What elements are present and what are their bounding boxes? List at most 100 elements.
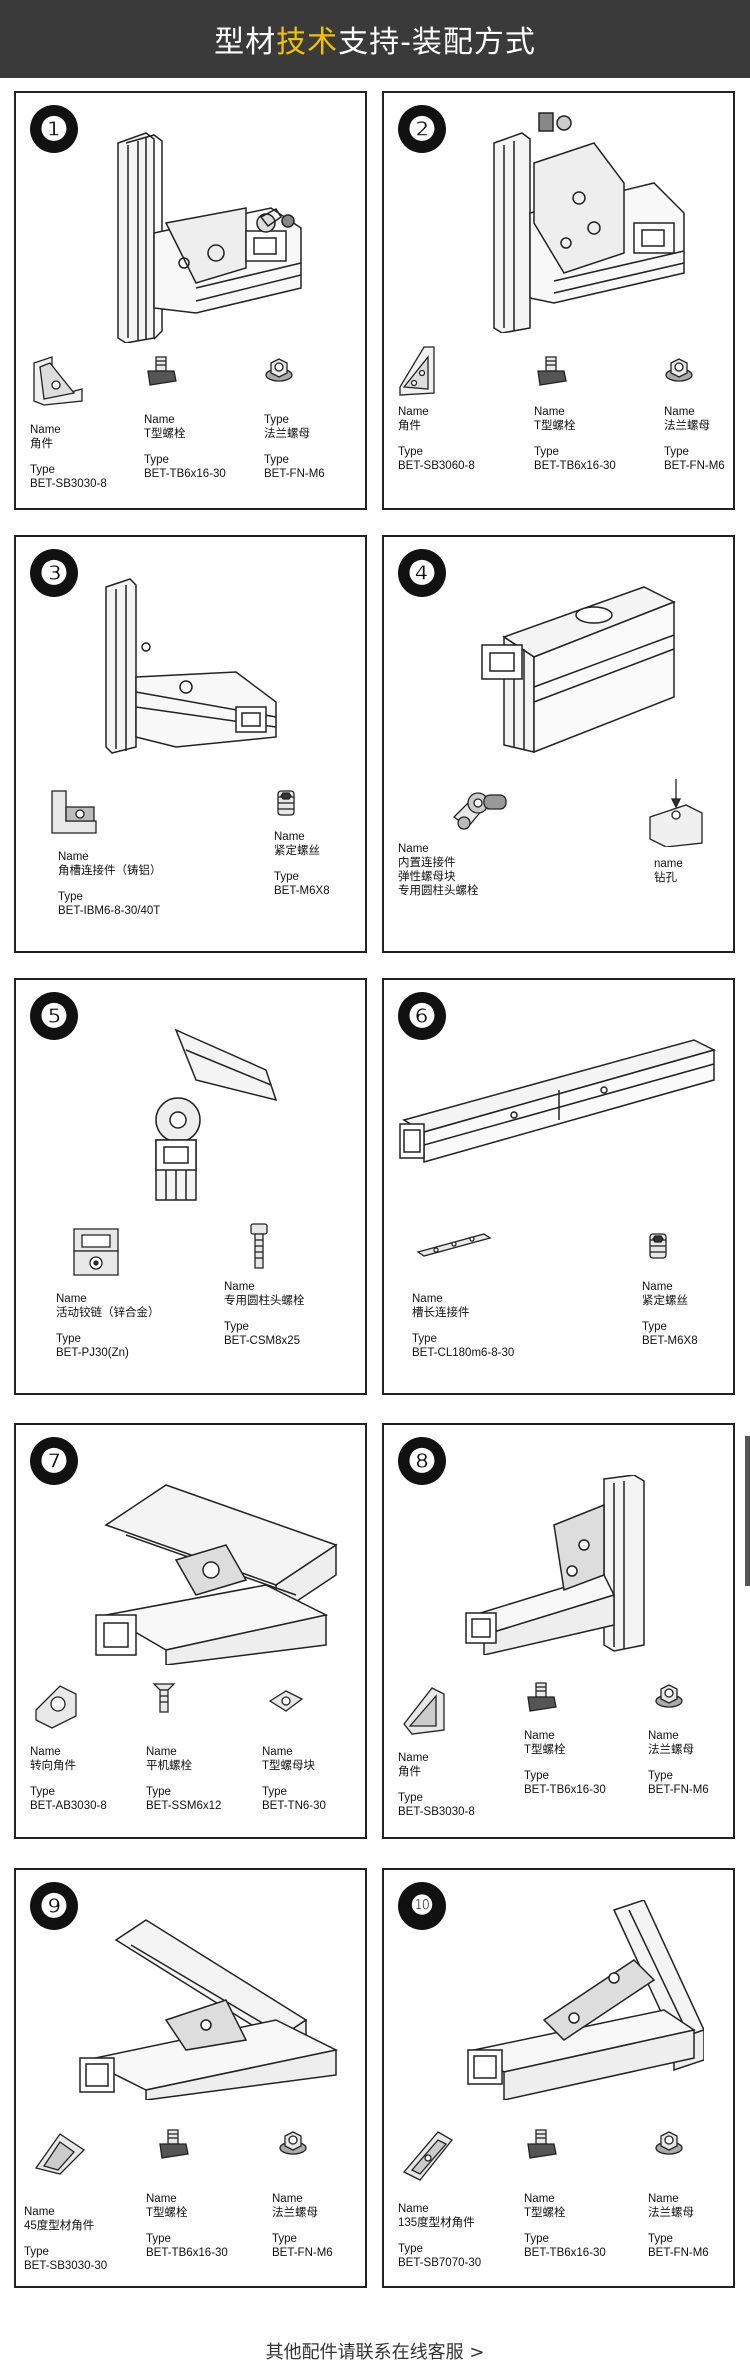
title-part-1: 型材 xyxy=(214,25,277,60)
pivot-bracket-icon xyxy=(30,1680,86,1730)
type-label: Type xyxy=(664,446,689,458)
part-info: Name 法兰螺母 Type BET-FN-M6 xyxy=(648,1729,709,1797)
part-name: 专用圆柱头螺栓 xyxy=(224,1295,305,1307)
part-info: Name 角件 Type BET-SB3030-8 xyxy=(398,1751,475,1819)
assembly-card-4: ❹ Name 内置连接件 弹性螺母块 专用圆柱头螺栓 name 钻孔 xyxy=(382,535,735,953)
part-type: BET-TB6x16-30 xyxy=(144,468,226,480)
part-type: BET-SB3030-8 xyxy=(30,478,107,490)
flange-nut-icon xyxy=(654,1681,684,1709)
type-label: Type xyxy=(398,1792,423,1804)
type-label: Type xyxy=(524,2233,549,2245)
scrollbar-thumb[interactable] xyxy=(745,1436,750,1586)
part-type: BET-TN6-30 xyxy=(262,1800,326,1812)
assembly-illustration xyxy=(464,1900,704,2100)
drilling-icon xyxy=(646,777,706,847)
part-name: 法兰螺母 xyxy=(664,420,710,432)
part-info: Name 活动铰链（锌合金） Type BET-PJ30(Zn) xyxy=(56,1292,160,1360)
part-name: 法兰螺母 xyxy=(264,428,310,440)
corner-connector-icon xyxy=(46,787,106,837)
t-nut-icon xyxy=(266,1687,306,1715)
name-label: Name xyxy=(224,1281,255,1293)
part-info: Name 槽长连接件 Type BET-CL180m6-8-30 xyxy=(412,1292,514,1360)
part-info: name 钻孔 xyxy=(654,857,683,885)
part-info: Name 平机螺栓 Type BET-SSM6x12 xyxy=(146,1745,221,1813)
angle-135-bracket-icon xyxy=(398,2126,458,2182)
type-label: Type xyxy=(648,1770,673,1782)
t-bolt-icon xyxy=(524,1681,560,1715)
assembly-illustration xyxy=(116,1010,316,1210)
page-title: 型材技术支持-装配方式 xyxy=(214,17,536,61)
name-label: Name xyxy=(58,851,89,863)
type-label: Type xyxy=(264,454,289,466)
slot-connector-icon xyxy=(414,1230,494,1260)
name-label: Name xyxy=(398,1752,429,1764)
name-label: Type xyxy=(264,414,289,426)
t-bolt-icon xyxy=(524,2128,560,2162)
part-info: Name 135度型材角件 Type BET-SB7070-30 xyxy=(398,2202,481,2270)
part-name: 法兰螺母 xyxy=(648,1744,694,1756)
name-label: Name xyxy=(412,1293,443,1305)
part-type: BET-AB3030-8 xyxy=(30,1800,107,1812)
part-info: Name T型螺栓 Type BET-TB6x16-30 xyxy=(524,1729,606,1797)
part-name: 角件 xyxy=(398,420,421,432)
part-name: 135度型材角件 xyxy=(398,2217,475,2229)
name-label: Name xyxy=(30,424,61,436)
name-label: Name xyxy=(146,2193,177,2205)
part-type: BET-FN-M6 xyxy=(664,460,725,472)
part-name: T型螺母块 xyxy=(262,1760,316,1772)
part-info: Name T型螺栓 Type BET-TB6x16-30 xyxy=(524,2192,606,2260)
assembly-illustration xyxy=(394,1020,724,1170)
type-label: Type xyxy=(262,1786,287,1798)
step-number-badge: ❽ xyxy=(398,1437,446,1485)
part-name: T型螺栓 xyxy=(144,428,186,440)
assembly-card-9: ❾ Name 45度型材角件 Type BET-SB3030-30 Name T… xyxy=(14,1868,367,2288)
name-label: Name xyxy=(524,2193,555,2205)
t-bolt-icon xyxy=(144,355,180,389)
part-name: 专用圆柱头螺栓 xyxy=(398,885,479,897)
part-type: BET-M6X8 xyxy=(274,885,330,897)
part-type: BET-PJ30(Zn) xyxy=(56,1347,129,1359)
name-label: Name xyxy=(146,1746,177,1758)
flange-nut-icon xyxy=(264,355,294,383)
part-name: 法兰螺母 xyxy=(272,2207,318,2219)
assembly-card-5: ❺ Name 活动铰链（锌合金） Type BET-PJ30(Zn) Name … xyxy=(14,978,367,1395)
type-label: Type xyxy=(146,2233,171,2245)
part-type: BET-IBM6-8-30/40T xyxy=(58,905,161,917)
flat-screw-icon xyxy=(152,1680,176,1716)
part-name: T型螺栓 xyxy=(146,2207,188,2219)
part-name: 钻孔 xyxy=(654,872,677,884)
type-label: Type xyxy=(144,454,169,466)
part-name: T型螺栓 xyxy=(524,2207,566,2219)
part-info: Name T型螺栓 Type BET-TB6x16-30 xyxy=(534,405,616,473)
part-type: BET-CSM8x25 xyxy=(224,1335,301,1347)
part-name: 45度型材角件 xyxy=(24,2220,95,2232)
name-label: Name xyxy=(524,1730,555,1742)
type-label: Type xyxy=(146,1786,171,1798)
part-info: Type 法兰螺母 Type BET-FN-M6 xyxy=(264,413,325,481)
part-type: BET-TB6x16-30 xyxy=(534,460,616,472)
contact-service-link[interactable]: 其他配件请联系在线客服 > xyxy=(265,2342,485,2363)
part-type: BET-TB6x16-30 xyxy=(524,2247,606,2259)
part-type: BET-CL180m6-8-30 xyxy=(412,1347,515,1359)
assembly-illustration xyxy=(86,1465,346,1665)
part-name: 活动铰链（锌合金） xyxy=(56,1307,160,1319)
name-label: Name xyxy=(30,1746,61,1758)
assembly-illustration xyxy=(96,113,326,343)
part-type: BET-TB6x16-30 xyxy=(524,1784,606,1796)
title-part-2: 支持-装配方式 xyxy=(338,25,536,60)
name-label: Name xyxy=(398,2203,429,2215)
part-name: 法兰螺母 xyxy=(648,2207,694,2219)
part-info: Name 角件 Type BET-SB3030-8 xyxy=(30,423,107,491)
part-type: BET-M6X8 xyxy=(642,1335,698,1347)
part-info: Name 法兰螺母 Type BET-FN-M6 xyxy=(272,2192,333,2260)
name-label: Name xyxy=(648,1730,679,1742)
corner-bracket-icon xyxy=(398,1680,450,1736)
part-type: BET-FN-M6 xyxy=(272,2247,333,2259)
flange-nut-icon xyxy=(278,2128,308,2156)
type-label: Type xyxy=(398,2243,423,2255)
part-type: BET-FN-M6 xyxy=(264,468,325,480)
step-number-badge: ❶ xyxy=(30,105,78,153)
assembly-card-3: ❸ Name 角槽连接件（铸铝） Type BET-IBM6-8-30/40T … xyxy=(14,535,367,953)
page-header: 型材技术支持-装配方式 xyxy=(0,0,750,78)
part-type: BET-SB3030-8 xyxy=(398,1806,475,1818)
